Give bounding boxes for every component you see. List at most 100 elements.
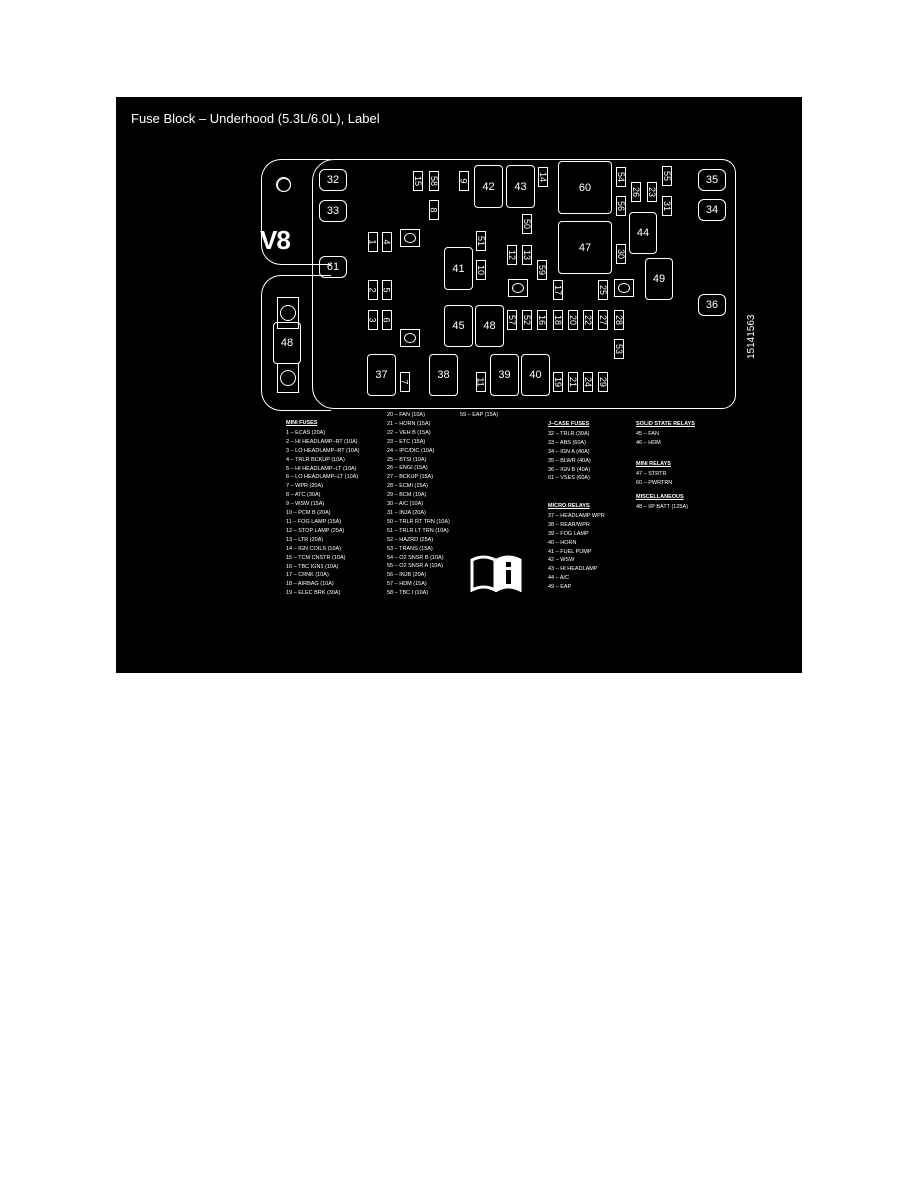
legend-item: 47 – STRTR: [636, 470, 667, 477]
legend-item: 61 – VSES (60A): [548, 475, 590, 482]
legend-item: 29 – BCM (10A): [387, 492, 427, 499]
legend-heading: MISCELLANEOUS: [636, 494, 684, 500]
mini-fuse-50: 50: [522, 214, 532, 234]
mini-fuse-59: 59: [537, 260, 547, 280]
relay-46: 48: [475, 305, 504, 347]
mini-fuse-8: 8: [429, 200, 439, 220]
test-point-icon: [400, 329, 420, 347]
legend-item: 27 – BCKUP (15A): [387, 474, 434, 481]
part-number: 15141563: [746, 314, 757, 360]
legend-heading: MINI RELAYS: [636, 461, 671, 467]
relay-42: 42: [474, 165, 503, 208]
legend-item: 56 – INJB (20A): [387, 572, 427, 579]
legend-item: 6 – LO HEADLAMP–LT (10A): [286, 474, 359, 481]
legend-item: 3 – LO HEADLAMP–RT (10A): [286, 447, 360, 454]
legend-item: 5 – HI HEADLAMP–LT (10A): [286, 465, 357, 472]
legend-mini-fuses-3: 59 – EAP (15A): [460, 411, 498, 420]
mini-fuse-20: 20: [568, 310, 578, 330]
legend-item: 43 – HI HEADLAMP: [548, 566, 598, 573]
mini-fuse-24: 24: [583, 372, 593, 392]
legend-item: 22 – VEH B (15A): [387, 429, 431, 436]
legend-item: 36 – IGN B (40A): [548, 466, 591, 473]
relay-39: 39: [490, 354, 519, 396]
mini-fuse-52: 52: [522, 310, 532, 330]
mini-fuse-5: 5: [382, 280, 392, 300]
legend-jcase-fuses: J–CASE FUSES 32 – TRLR (30A) 33 – ABS (6…: [548, 420, 591, 483]
mega-fuse-48: 48: [273, 322, 301, 364]
legend-heading: MINI FUSES: [286, 420, 318, 426]
mini-fuse-10: 10: [476, 260, 486, 280]
mini-fuse-31: 31: [662, 196, 672, 216]
mini-fuse-51: 51: [476, 231, 486, 251]
legend-item: 34 – IGN A (40A): [548, 448, 590, 455]
legend-item: 12 – STOP LAMP (25A): [286, 527, 345, 534]
mini-fuse-19: 19: [553, 372, 563, 392]
mount-hole-icon: [274, 175, 294, 195]
legend-item: 18 – AIRBAG (10A): [286, 581, 334, 588]
legend-item: 32 – TRLR (30A): [548, 430, 590, 437]
legend-item: 20 – FAN (10A): [387, 412, 425, 418]
mini-fuse-14: 14: [538, 167, 548, 187]
mini-fuse-57: 57: [507, 310, 517, 330]
mini-fuse-25: 25: [598, 280, 608, 300]
mini-fuse-55: 55: [662, 166, 672, 186]
legend-item: 46 – HDM: [636, 439, 661, 446]
legend-item: 57 – HDM (15A): [387, 581, 427, 588]
jcase-fuse-61: 61: [319, 256, 347, 278]
legend-item: 28 – ECMI (15A): [387, 483, 428, 490]
legend-item: 54 – O2 SNSR B (10A): [387, 554, 444, 561]
legend-item: 31 – INJA (20A): [387, 509, 426, 516]
relay-47: 47: [558, 221, 612, 274]
legend-item: 41 – FUEL PUMP: [548, 548, 592, 555]
mini-fuse-23: 23: [647, 182, 657, 202]
mega-fuse-stud-top: [277, 297, 299, 329]
legend-item: 53 – TRANS (15A): [387, 545, 433, 552]
jcase-fuse-33: 33: [319, 200, 347, 222]
mini-fuse-11: 11: [476, 372, 486, 392]
mini-fuse-13: 13: [522, 245, 532, 265]
mini-fuse-18: 18: [553, 310, 563, 330]
legend-item: 48 – I/P BATT (125A): [636, 503, 688, 510]
mini-fuse-26: 26: [631, 182, 641, 202]
legend-item: 33 – ABS (60A): [548, 439, 586, 446]
relay-49: 49: [645, 258, 673, 300]
mini-fuse-3: 3: [368, 310, 378, 330]
legend-item: 23 – ETC (15A): [387, 438, 426, 445]
legend-item: 15 – TCM CNSTR (10A): [286, 554, 346, 561]
legend-item: 9 – WSW (15A): [286, 501, 325, 508]
legend-item: 13 – LTR (20A): [286, 536, 324, 543]
legend-item: 2 – HI HEADLAMP–RT (10A): [286, 438, 358, 445]
jcase-fuse-35: 35: [698, 169, 726, 191]
mini-fuse-28: 28: [614, 310, 624, 330]
legend-item: 35 – BLWR (40A): [548, 457, 591, 464]
mini-fuse-4: 4: [382, 232, 392, 252]
legend-item: 10 – PCM B (20A): [286, 510, 331, 517]
jcase-fuse-34: 34: [698, 199, 726, 221]
diagram-panel: Fuse Block – Underhood (5.3L/6.0L), Labe…: [116, 97, 802, 673]
legend-item: 37 – HEADLAMP WPR: [548, 512, 605, 519]
diagram-title: Fuse Block – Underhood (5.3L/6.0L), Labe…: [131, 111, 380, 126]
legend-heading: SOLID STATE RELAYS: [636, 421, 695, 427]
relay-41: 41: [444, 247, 473, 290]
legend-item: 7 – WPR (20A): [286, 483, 323, 490]
fuse-block-housing: [312, 159, 736, 409]
mini-fuse-29: 29: [598, 372, 608, 392]
mini-fuse-16: 16: [537, 310, 547, 330]
legend-item: 30 – A/C (10A): [387, 501, 424, 508]
legend-item: 24 – IPC/DIC (10A): [387, 447, 435, 454]
relay-43: 43: [506, 165, 535, 208]
housing-tab-top: [261, 159, 331, 265]
info-manual-icon: [470, 555, 522, 592]
mini-fuse-15: 15: [413, 171, 423, 191]
mini-fuse-9: 9: [459, 171, 469, 191]
test-point-icon: [508, 279, 528, 297]
mini-fuse-22: 22: [583, 310, 593, 330]
legend-item: 51 – TRLR LT TRN (10A): [387, 527, 449, 534]
mini-fuse-54: 54: [616, 167, 626, 187]
legend-mini-fuses: MINI FUSES 1 – ECAS (20A) 2 – HI HEADLAM…: [286, 419, 359, 598]
legend-heading: MICRO RELAYS: [548, 503, 590, 509]
relay-44: 44: [629, 212, 657, 254]
jcase-fuse-36: 36: [698, 294, 726, 316]
mini-fuse-53: 53: [614, 339, 624, 359]
jcase-fuse-32: 32: [319, 169, 347, 191]
